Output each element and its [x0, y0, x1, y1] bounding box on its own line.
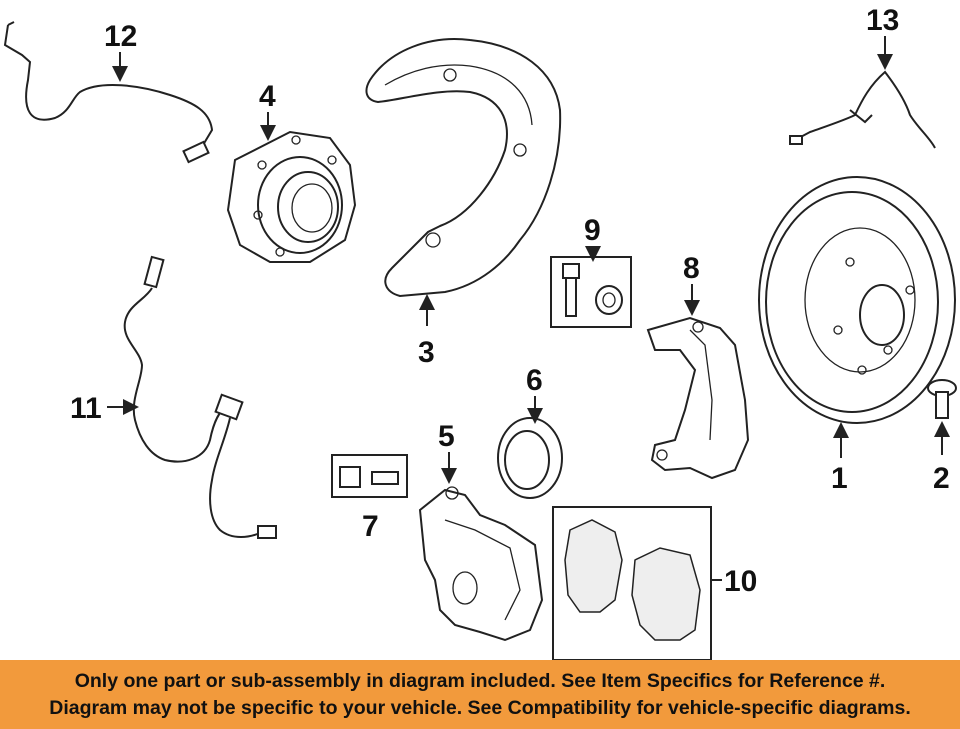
disclaimer-line-1: Only one part or sub-assembly in diagram…	[74, 669, 886, 692]
callout-8: 8	[683, 252, 700, 285]
callout-4: 4	[259, 80, 276, 113]
callout-11: 11	[70, 392, 102, 425]
callout-10: 10	[724, 565, 757, 598]
bolt-kit-drawing	[562, 263, 623, 317]
parts-diagram: 12 4 3 13 9	[3, 4, 957, 660]
abs-sensor-cable-11	[123, 255, 277, 539]
callout-3: 3	[418, 336, 435, 369]
brake-caliper-drawing	[418, 486, 544, 642]
callout-2: 2	[933, 462, 950, 495]
disclaimer-line-2: Diagram may not be specific to your vehi…	[49, 696, 911, 719]
callout-13: 13	[866, 4, 899, 37]
rotor-screw-drawing	[927, 379, 957, 419]
caliper-bracket-drawing	[646, 316, 750, 480]
callout-7: 7	[362, 510, 379, 543]
wear-sensor-cable-13	[789, 70, 936, 149]
callout-9: 9	[584, 214, 601, 247]
splash-shield-drawing	[365, 38, 562, 298]
hub-bearing-drawing	[226, 130, 357, 263]
wear-sensor-cable-12	[3, 21, 214, 164]
disclaimer-banner: Only one part or sub-assembly in diagram…	[0, 660, 960, 729]
bleeder-kit-drawing	[339, 466, 399, 488]
brake-rotor-drawing	[758, 176, 956, 424]
callout-12: 12	[104, 20, 137, 53]
boot-seal-drawing	[497, 417, 563, 499]
callout-6: 6	[526, 364, 543, 397]
callout-5: 5	[438, 420, 455, 453]
brake-pads-drawing	[564, 519, 701, 641]
callout-1: 1	[831, 462, 848, 495]
